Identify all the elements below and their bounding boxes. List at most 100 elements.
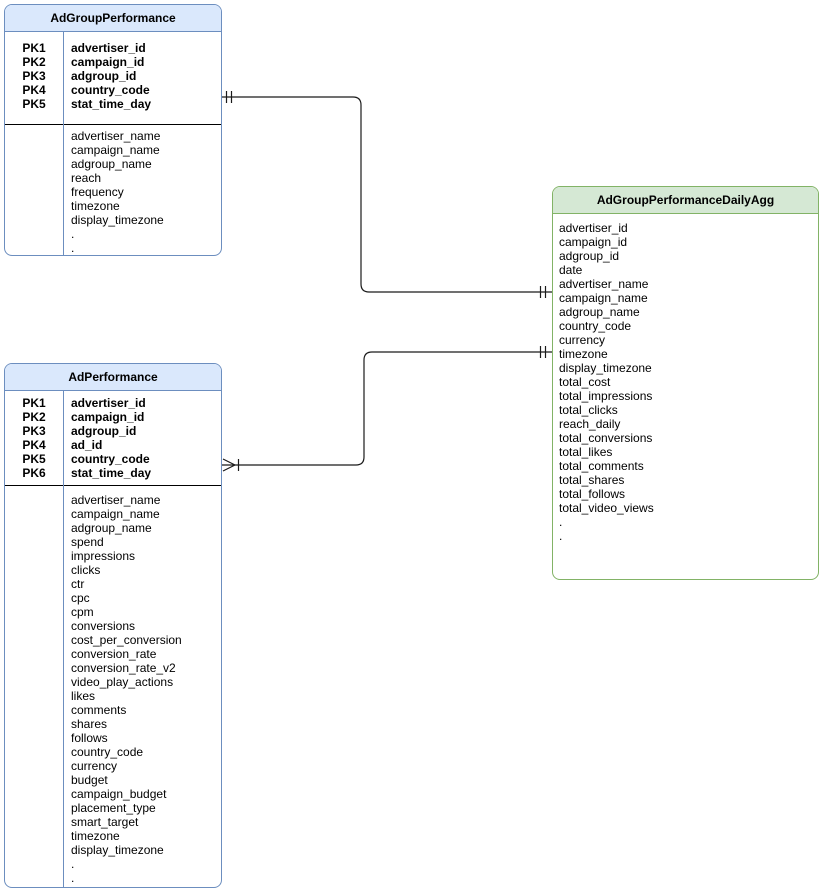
field-name: advertiser_name [559,277,649,291]
pk-key-label: PK3 [22,69,46,83]
field-name: total_follows [559,487,626,501]
pk-field-name: stat_time_day [71,466,152,480]
field-name: video_play_actions [71,675,174,689]
field-name: clicks [71,563,101,577]
field-name: currency [71,759,118,773]
field-name: cpm [71,605,94,619]
pk-row: PK6 stat_time_day [5,466,221,480]
field-name: timezone [559,347,608,361]
field-name: adgroup_id [559,249,620,263]
crow-foot-many-icon [222,458,236,472]
pk-column-divider [63,391,64,887]
pk-key-label: PK4 [22,83,46,97]
field-name: cost_per_conversion [71,633,182,647]
connector-line[interactable] [222,351,552,466]
field-name: . [71,871,75,885]
pk-key-label: PK3 [22,424,46,438]
field-name: total_comments [559,459,644,473]
pk-key-label: PK2 [22,410,46,424]
pk-field-name: stat_time_day [71,97,152,111]
entity-title: AdGroupPerformance [5,5,221,32]
field-name: ctr [71,577,85,591]
field-name: likes [71,689,96,703]
pk-row: PK1 advertiser_id [5,41,221,55]
field-name: conversions [71,619,136,633]
pk-row: PK4 ad_id [5,438,221,452]
field-name: country_code [559,319,632,333]
connector-line[interactable] [222,96,552,293]
field-name: placement_type [71,801,156,815]
field-name: reach [71,171,102,185]
entity-title: AdGroupPerformanceDailyAgg [553,187,818,214]
field-name: currency [559,333,606,347]
pk-key-label: PK6 [22,466,46,480]
field-name: comments [71,703,127,717]
field-name: date [559,263,583,277]
pk-row: PK1 advertiser_id [5,396,221,410]
field-name: . [71,241,75,255]
relationship-adgroupperformance-to-dailyagg[interactable] [222,91,552,298]
field-name: conversion_rate_v2 [71,661,176,675]
field-name: . [71,227,75,241]
field-name: country_code [71,745,144,759]
pk-row: PK4 country_code [5,83,221,97]
field-name: display_timezone [559,361,652,375]
field-name: display_timezone [71,843,164,857]
field-name: follows [71,731,108,745]
pk-field-name: advertiser_id [71,41,146,55]
pk-key-label: PK2 [22,55,46,69]
field-name: campaign_budget [71,787,167,801]
relationship-adperformance-to-dailyagg[interactable] [222,346,552,472]
pk-column-divider [63,32,64,255]
field-name: advertiser_name [71,129,161,143]
field-name: . [71,857,75,871]
primary-key-section: PK1 advertiser_id PK2 campaign_id PK3 ad… [5,391,221,485]
pk-field-name: ad_id [71,438,103,452]
pk-row: PK2 campaign_id [5,55,221,69]
field-name: campaign_id [559,235,628,249]
pk-field-name: campaign_id [71,410,145,424]
field-name: spend [71,535,104,549]
field-name: campaign_name [559,291,648,305]
pk-field-name: country_code [71,452,150,466]
field-name: adgroup_name [71,521,152,535]
field-name: total_video_views [559,501,654,515]
field-name: . [559,529,563,543]
entity-adgroupperformancedailyagg[interactable]: AdGroupPerformanceDailyAgg advertiser_id… [552,186,819,580]
field-name: shares [71,717,108,731]
field-name: total_clicks [559,403,618,417]
field-name: total_cost [559,375,611,389]
field-name: adgroup_name [559,305,640,319]
entity-adgroupperformance[interactable]: AdGroupPerformance PK1 advertiser_id PK2… [4,4,222,256]
pk-key-label: PK5 [22,97,46,111]
pk-row: PK2 campaign_id [5,410,221,424]
pk-key-label: PK5 [22,452,46,466]
field-name: timezone [71,829,120,843]
field-name: advertiser_id [559,221,628,235]
field-name: conversion_rate [71,647,157,661]
pk-row: PK3 adgroup_id [5,424,221,438]
primary-key-section: PK1 advertiser_id PK2 campaign_id PK3 ad… [5,32,221,124]
pk-field-name: country_code [71,83,150,97]
pk-row: PK3 adgroup_id [5,69,221,83]
field-name: reach_daily [559,417,621,431]
pk-key-label: PK1 [22,41,46,55]
pk-row: PK5 stat_time_day [5,97,221,111]
field-name: total_impressions [559,389,653,403]
field-name: advertiser_name [71,493,161,507]
pk-field-name: advertiser_id [71,396,146,410]
pk-field-name: campaign_id [71,55,145,69]
field-name: total_likes [559,445,613,459]
field-name: total_shares [559,473,625,487]
field-name: . [559,515,563,529]
pk-key-label: PK1 [22,396,46,410]
pk-row: PK5 country_code [5,452,221,466]
entity-title: AdPerformance [5,364,221,391]
entity-adperformance[interactable]: AdPerformance PK1 advertiser_id PK2 camp… [4,363,222,888]
field-name: impressions [71,549,136,563]
